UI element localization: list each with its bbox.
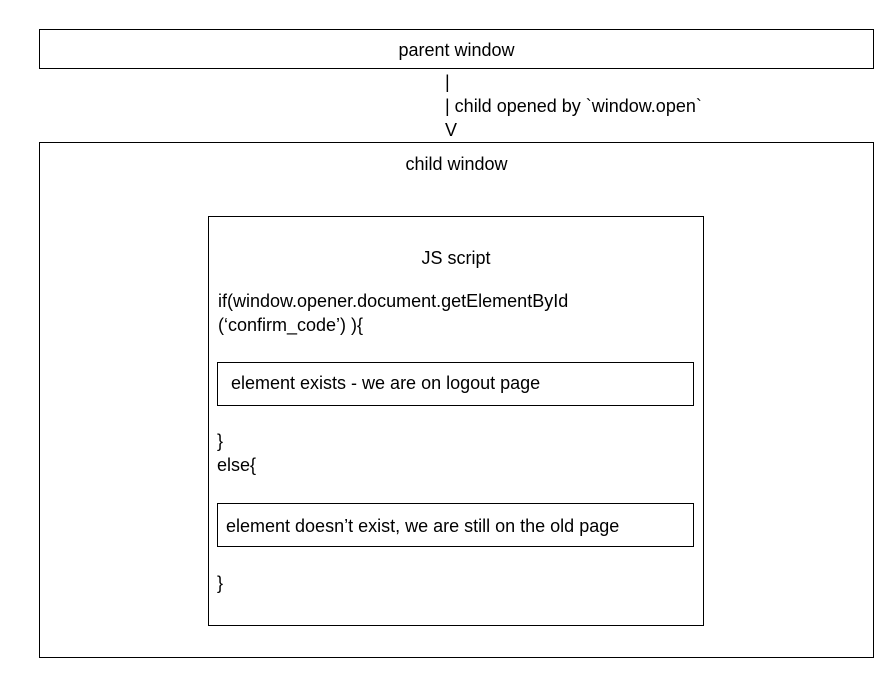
- if-close-brace: }: [217, 431, 224, 451]
- connector-line-top: |: [445, 72, 450, 92]
- js-script-box: JS script if(window.opener.document.getE…: [208, 216, 704, 626]
- else-close-brace: }: [217, 573, 224, 593]
- if-condition-line-1: if(window.opener.document.getElementById: [218, 291, 569, 311]
- if-condition-line-2: (‘confirm_code’) ){: [218, 315, 364, 335]
- connector-arrowhead: V: [445, 120, 458, 140]
- parent-window-label: parent window: [398, 40, 515, 60]
- child-window-label: child window: [405, 154, 508, 174]
- element-exists-box: element exists - we are on logout page: [217, 362, 694, 406]
- element-not-exists-text: element doesn’t exist, we are still on t…: [226, 516, 620, 536]
- parent-window-box: parent window: [39, 29, 874, 69]
- element-not-exists-box: element doesn’t exist, we are still on t…: [217, 503, 694, 547]
- else-line: else{: [217, 455, 257, 475]
- element-exists-text: element exists - we are on logout page: [231, 373, 541, 393]
- js-script-title: JS script: [421, 248, 491, 268]
- connector-label: | child opened by `window.open`: [445, 96, 702, 116]
